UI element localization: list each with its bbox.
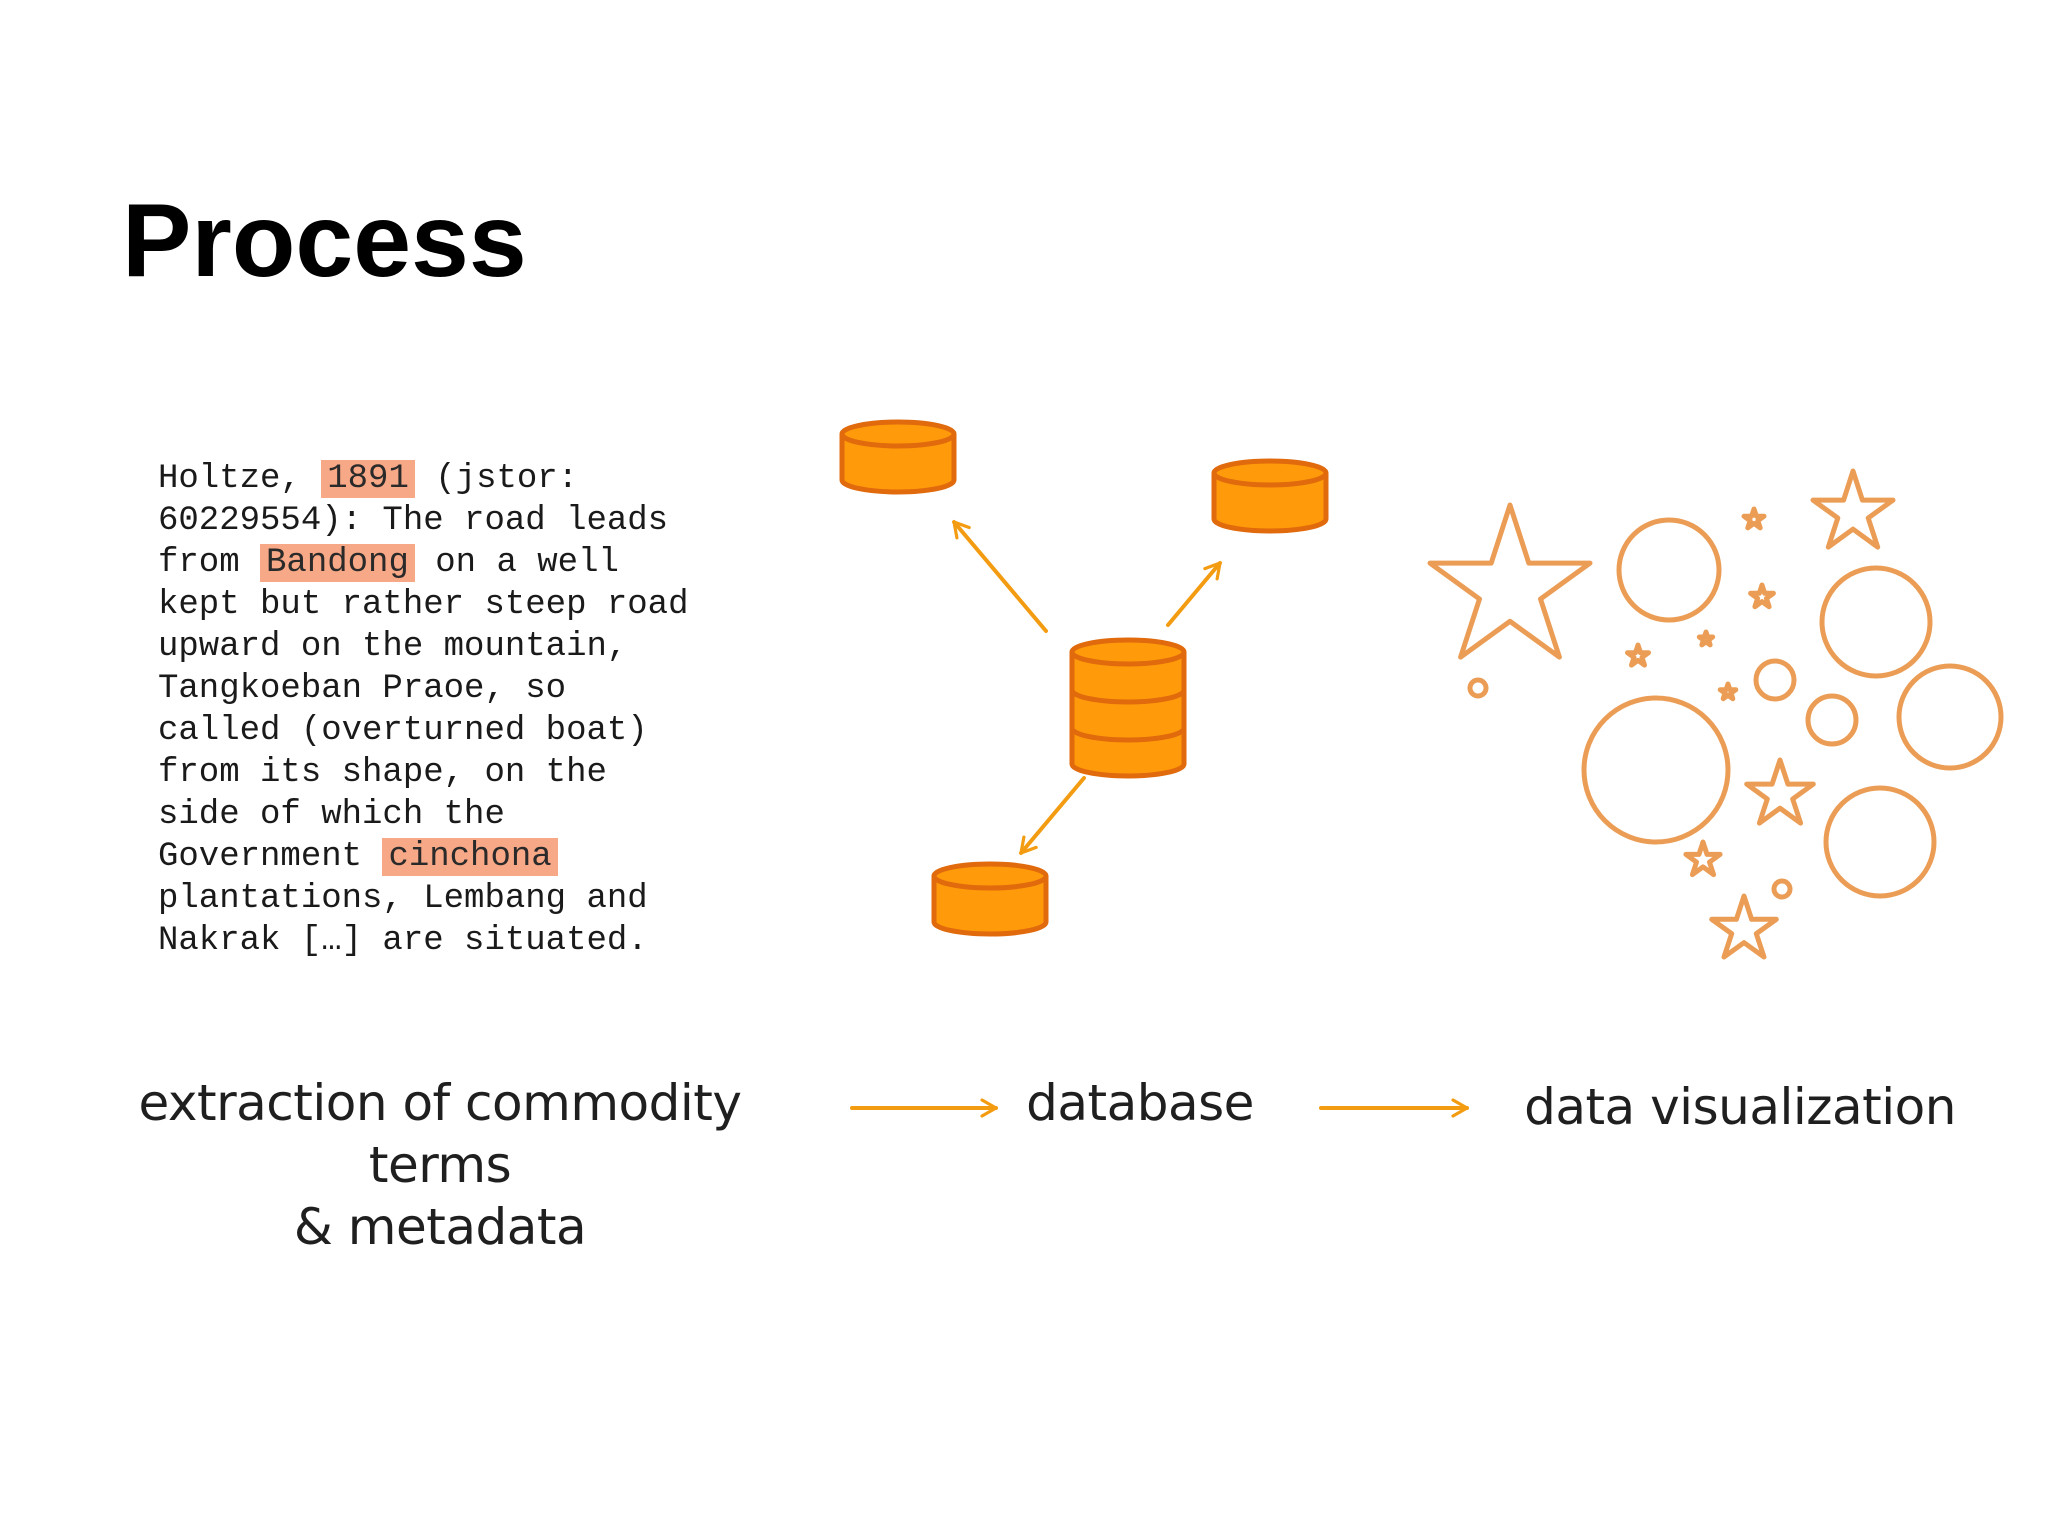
star (1741, 506, 1767, 531)
star (1744, 757, 1816, 826)
excerpt-line: Nakrak […] are situated. (158, 920, 689, 962)
step-label-database: database (1020, 1072, 1260, 1134)
step-label-visualization-text: data visualization (1524, 1078, 1956, 1136)
highlighted-term: 1891 (321, 460, 415, 498)
excerpt-text: Holtze, (158, 460, 322, 498)
arrow-to-database-top-right (1166, 561, 1222, 627)
database-stack-icon (1069, 637, 1187, 779)
excerpt-text: kept but rather steep road (158, 586, 689, 624)
highlighted-term: cinchona (382, 838, 558, 876)
database-cylinder-icon (931, 861, 1049, 937)
step-label-extraction-line2: & metadata (293, 1198, 587, 1256)
star (1748, 582, 1776, 610)
excerpt-text: Government (158, 838, 383, 876)
excerpt-line: upward on the mountain, (158, 626, 689, 668)
star (1625, 642, 1651, 668)
excerpt-line: from Bandong on a well (158, 542, 689, 584)
bubble (1753, 658, 1797, 702)
source-excerpt: Holtze, 1891 (jstor:60229554): The road … (158, 458, 689, 962)
step-label-extraction: extraction of commodity terms & metadata (60, 1072, 820, 1258)
network-arrows (952, 520, 1222, 855)
bubble (1896, 663, 2004, 771)
excerpt-text: called (overturned boat) (158, 712, 648, 750)
excerpt-text: on a well (414, 544, 619, 582)
excerpt-line: side of which the (158, 794, 689, 836)
star (1427, 502, 1593, 660)
bubble (1771, 878, 1793, 900)
step-label-visualization: data visualization (1500, 1076, 1980, 1138)
excerpt-line: 60229554): The road leads (158, 500, 689, 542)
excerpt-text: Tangkoeban Praoe, so (158, 670, 567, 708)
star (1717, 681, 1739, 702)
star (1810, 468, 1896, 550)
step-label-extraction-line1: extraction of commodity terms (138, 1074, 742, 1194)
star (1696, 629, 1716, 648)
excerpt-line: Holtze, 1891 (jstor: (158, 458, 689, 500)
bubble (1819, 565, 1933, 679)
bubble (1805, 693, 1859, 747)
database-cylinder-icon (839, 419, 957, 495)
excerpt-line: Government cinchona (158, 836, 689, 878)
excerpt-text: Nakrak […] are situated. (158, 922, 648, 960)
excerpt-line: kept but rather steep road (158, 584, 689, 626)
excerpt-line: Tangkoeban Praoe, so (158, 668, 689, 710)
slide-title: Process (122, 183, 527, 299)
excerpt-text: upward on the mountain, (158, 628, 628, 666)
bubble (1823, 785, 1937, 899)
arrow-to-database-top-left (952, 520, 1048, 633)
bubble (1467, 677, 1489, 699)
excerpt-text: from (158, 544, 261, 582)
bubble (1616, 517, 1722, 623)
excerpt-text: from its shape, on the (158, 754, 607, 792)
highlighted-term: Bandong (260, 544, 415, 582)
arrow-to-database-bottom (1019, 776, 1086, 855)
bubbles-and-stars-icon (1427, 468, 2004, 960)
excerpt-text: 60229554): The road leads (158, 502, 669, 540)
star (1709, 893, 1779, 960)
excerpt-line: plantations, Lembang and (158, 878, 689, 920)
excerpt-line: from its shape, on the (158, 752, 689, 794)
database-cylinder-icon (1211, 458, 1329, 534)
excerpt-line: called (overturned boat) (158, 710, 689, 752)
excerpt-text: side of which the (158, 796, 505, 834)
excerpt-text: plantations, Lembang and (158, 880, 648, 918)
step-label-database-text: database (1026, 1074, 1254, 1132)
star (1683, 839, 1723, 878)
bubble (1581, 695, 1731, 845)
excerpt-text: (jstor: (414, 460, 579, 498)
